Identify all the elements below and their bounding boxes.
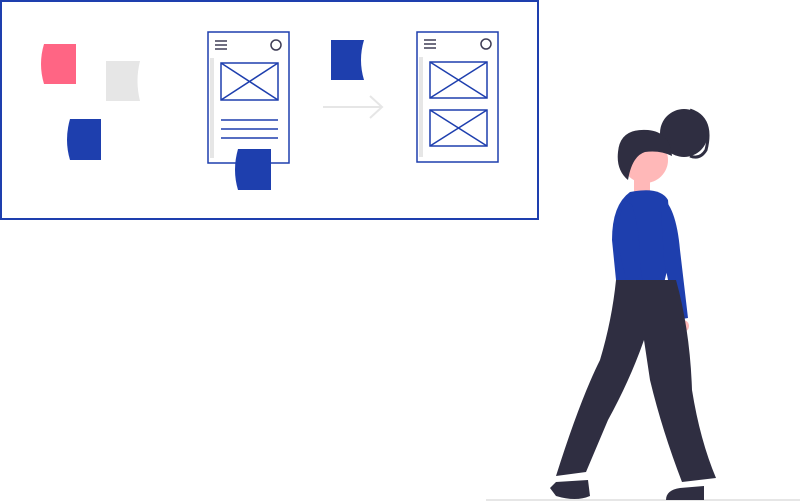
hair	[617, 129, 672, 180]
hamburger-menu-icon	[215, 40, 227, 50]
sticky-note-blue-left	[67, 119, 101, 160]
wireframe-screen-1	[207, 31, 290, 164]
sticky-note-gray	[106, 61, 140, 101]
hamburger-menu-icon-2	[424, 39, 436, 49]
circle-icon-2	[480, 38, 492, 50]
sticky-note-blue-bottom	[235, 149, 271, 190]
back-arm	[660, 196, 688, 320]
shoe-right	[666, 486, 704, 500]
arrow-right-icon	[323, 95, 384, 119]
text-lines	[221, 119, 278, 139]
hair-bun	[660, 109, 708, 157]
person-figure	[550, 108, 716, 500]
circle-icon	[270, 39, 282, 51]
image-placeholder-icon-2b	[429, 109, 488, 147]
sticky-note-blue-top	[331, 40, 364, 80]
shoe-left	[550, 480, 590, 499]
image-placeholder-icon	[220, 62, 279, 101]
sticky-note-pink	[41, 44, 76, 84]
image-placeholder-icon-2a	[429, 61, 488, 99]
wireframe-screen-2	[416, 31, 499, 163]
pants	[556, 280, 716, 482]
